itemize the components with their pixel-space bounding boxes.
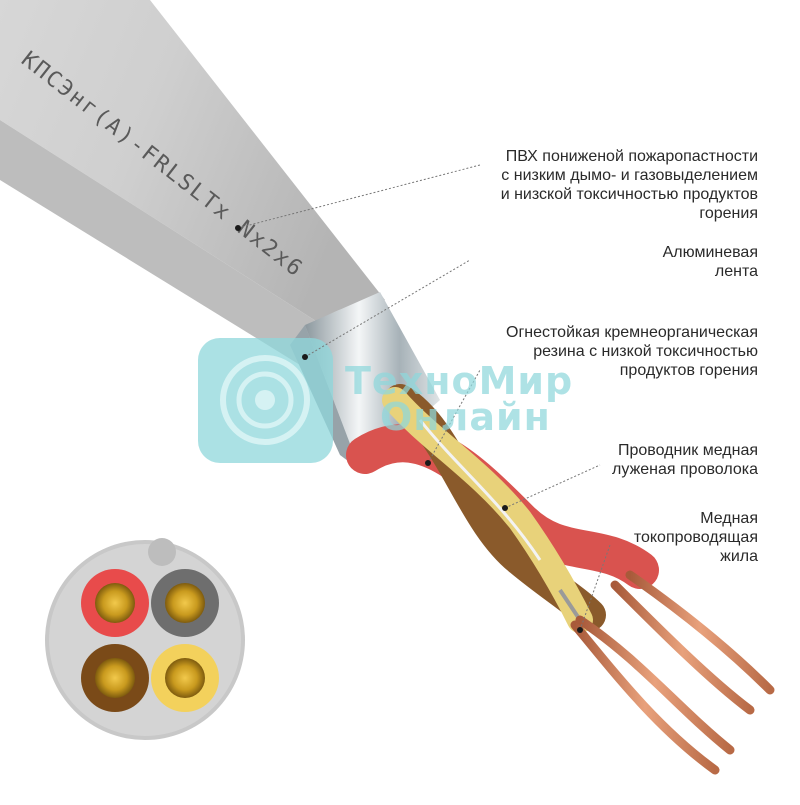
callout-silicone-rubber: Огнестойкая кремнеорганическая резина с …: [506, 323, 758, 380]
callout-drain-line2: луженая проволока: [612, 461, 758, 478]
copper-conductors: [570, 570, 775, 775]
callout-copper-conductor: Медная токопроводящая жила: [634, 509, 758, 566]
callout-pvc-line1: ПВХ пониженой пожаропастности: [505, 148, 758, 165]
twisted-cores: [346, 384, 659, 633]
callout-aluminium-tape: Алюминевая лента: [663, 243, 758, 281]
watermark-text-line1: ТехноМир: [345, 359, 574, 403]
callout-drain-line1: Проводник медная: [618, 442, 758, 459]
callout-tinned-drain-wire: Проводник медная луженая проволока: [612, 441, 758, 479]
callout-pvc-sheath: ПВХ пониженой пожаропастности с низким д…: [501, 147, 758, 223]
callout-rubber-line1: Огнестойкая кремнеорганическая: [506, 324, 758, 341]
callout-rubber-line3: продуктов горения: [619, 362, 758, 379]
cross-section: [45, 538, 245, 740]
callout-pvc-line2: с низким дымо- и газовыделением: [501, 167, 758, 184]
callout-copper-line1: Медная: [700, 510, 758, 527]
watermark-logo: [198, 338, 333, 463]
callout-pvc-line4: горения: [699, 205, 758, 222]
leader-lines: [237, 164, 611, 631]
callout-copper-line2: токопроводящая: [633, 529, 758, 546]
callout-rubber-line2: резина с низкой токсичностью: [533, 343, 758, 360]
watermark-text-line2: Онлайн: [380, 395, 551, 439]
callout-copper-line3: жила: [720, 548, 758, 565]
callout-foil-line1: Алюминевая: [662, 244, 758, 261]
callout-foil-line2: лента: [714, 263, 758, 280]
callout-pvc-line3: и низской токсичностью продуктов: [500, 186, 758, 203]
leader-dots: [235, 225, 583, 633]
